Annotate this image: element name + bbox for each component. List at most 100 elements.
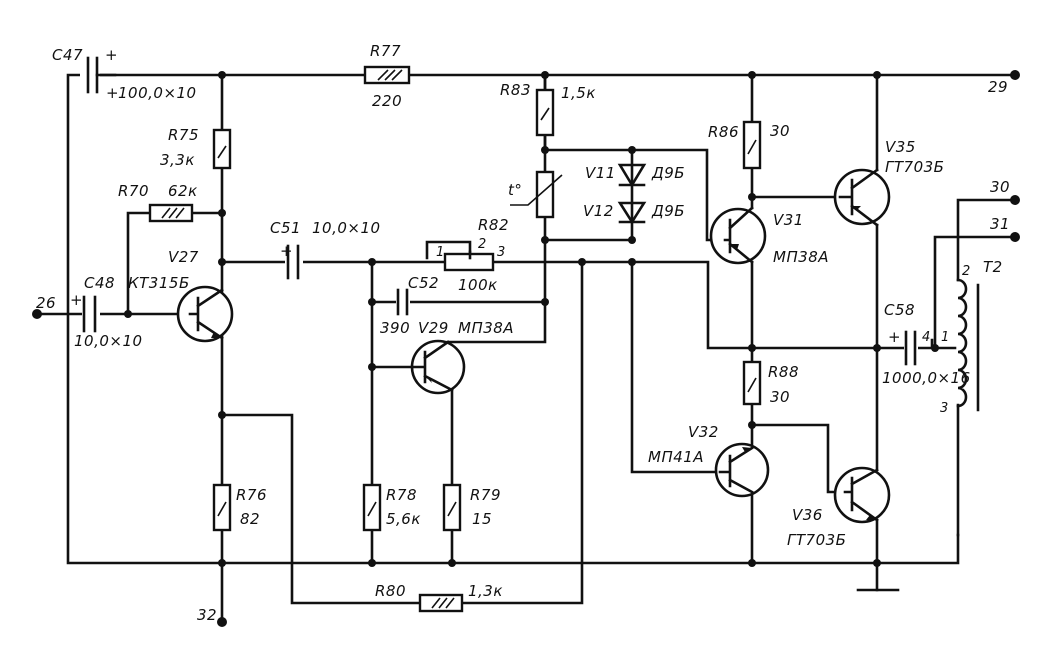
resistor-r76 (212, 483, 232, 532)
potentiometer-r82 (443, 250, 495, 272)
v32-value: МП41А (648, 448, 704, 466)
r82-value: 100к (458, 276, 498, 294)
thermistor-label: t° (508, 181, 522, 199)
terminal-30-label: 30 (990, 178, 1010, 196)
resistor-r70 (148, 203, 194, 223)
junction-dot (748, 421, 756, 429)
transistor-v29 (410, 339, 466, 395)
r79-value: 15 (472, 510, 492, 528)
r88-ref: R88 (768, 363, 799, 381)
v11-value: Д9Б (651, 164, 685, 182)
transistor-v32 (714, 442, 770, 498)
diode-v11 (617, 163, 647, 188)
r79-ref: R79 (470, 486, 501, 504)
capacitor-c51 (285, 244, 303, 280)
r82-row-wire (370, 260, 907, 350)
r78-value: 5,6к (386, 510, 421, 528)
c52-ref: C52 (408, 274, 439, 292)
v31-ref: V31 (773, 211, 804, 229)
c52-value: 390 (380, 319, 410, 337)
resistor-r86 (742, 120, 762, 170)
c58-plus: + (888, 328, 901, 346)
terminal-31-label: 31 (990, 215, 1010, 233)
c51-value: 10,0×10 (312, 219, 381, 237)
diode-v12 (617, 201, 647, 225)
r76-ref: R76 (236, 486, 267, 504)
terminal-32 (217, 617, 227, 627)
junction-dot (541, 71, 549, 79)
v29-collector-wire (446, 78, 547, 344)
junction-dot (931, 344, 939, 352)
v35-value: ГТ703Б (885, 158, 944, 176)
r78-ref: R78 (386, 486, 417, 504)
r70-feedback-wire (126, 211, 224, 316)
junction-dot (873, 559, 881, 567)
c58-pin1: 1 (941, 330, 949, 345)
v29-value: МП38А (458, 319, 514, 337)
v32-ref: V32 (688, 423, 719, 441)
capacitor-c48 (82, 295, 100, 336)
resistor-r80 (418, 593, 464, 613)
r77-ref: R77 (370, 42, 401, 60)
junction-dot (218, 209, 226, 217)
junction-dot (541, 298, 549, 306)
junction-dot (628, 146, 636, 154)
transistor-v35 (833, 168, 891, 227)
junction-dot (873, 344, 881, 352)
v12-ref: V12 (583, 202, 614, 220)
wires (35, 73, 1017, 624)
transistor-v31 (709, 206, 767, 265)
junction-dot (218, 411, 226, 419)
r82-pin2: 2 (478, 237, 486, 252)
bottom-rail-wire (66, 73, 960, 565)
v12-value: Д9Б (651, 202, 685, 220)
r82-ref: R82 (478, 216, 509, 234)
v27-ref: V27 (168, 248, 199, 266)
v36-value: ГТ703Б (787, 531, 846, 549)
resistor-r88 (742, 360, 762, 406)
capacitor-c52 (396, 288, 410, 316)
junction-dot (124, 310, 132, 318)
c48-ref: C48 (84, 274, 115, 292)
t2-pin3: 3 (940, 401, 948, 416)
junction-dot (748, 71, 756, 79)
v35-ref: V35 (885, 138, 916, 156)
t2-ref: T2 (983, 258, 1003, 276)
terminal-31 (1010, 232, 1020, 242)
junction-dot (541, 236, 549, 244)
r70-value: 62к (168, 182, 198, 200)
c51-ref: C51 (270, 219, 301, 237)
r75-ref: R75 (168, 126, 199, 144)
junction-dot (368, 298, 376, 306)
resistor-r78 (362, 483, 382, 532)
r80-ref: R80 (375, 582, 406, 600)
r70-ref: R70 (118, 182, 149, 200)
transistor-v27 (176, 285, 234, 343)
r86-value: 30 (770, 122, 790, 140)
r86-ref: R86 (708, 123, 739, 141)
v27-value: КТ315Б (128, 274, 190, 292)
r76-value: 82 (240, 510, 260, 528)
junction-dot (368, 559, 376, 567)
junction-dot (628, 236, 636, 244)
r80-value: 1,3к (468, 582, 503, 600)
junction-dot (218, 71, 226, 79)
transistor-v36 (833, 466, 891, 524)
resistor-r77 (363, 65, 411, 85)
r83-ref: R83 (500, 81, 531, 99)
resistor-r79 (442, 483, 462, 532)
junction-dot (873, 71, 881, 79)
r83-value: 1,5к (561, 84, 596, 102)
terminal-26-label: 26 (36, 294, 56, 312)
v36-ref: V36 (792, 506, 823, 524)
junction-dot (628, 258, 636, 266)
terminal-26 (32, 309, 42, 319)
junction-dot (541, 146, 549, 154)
junction-dot (218, 559, 226, 567)
terminal-29 (1010, 70, 1020, 80)
terminal-32-label: 32 (197, 606, 217, 624)
junctions (32, 70, 1020, 627)
terminal-30 (1010, 195, 1020, 205)
t2-tap30-wire (956, 198, 1017, 282)
